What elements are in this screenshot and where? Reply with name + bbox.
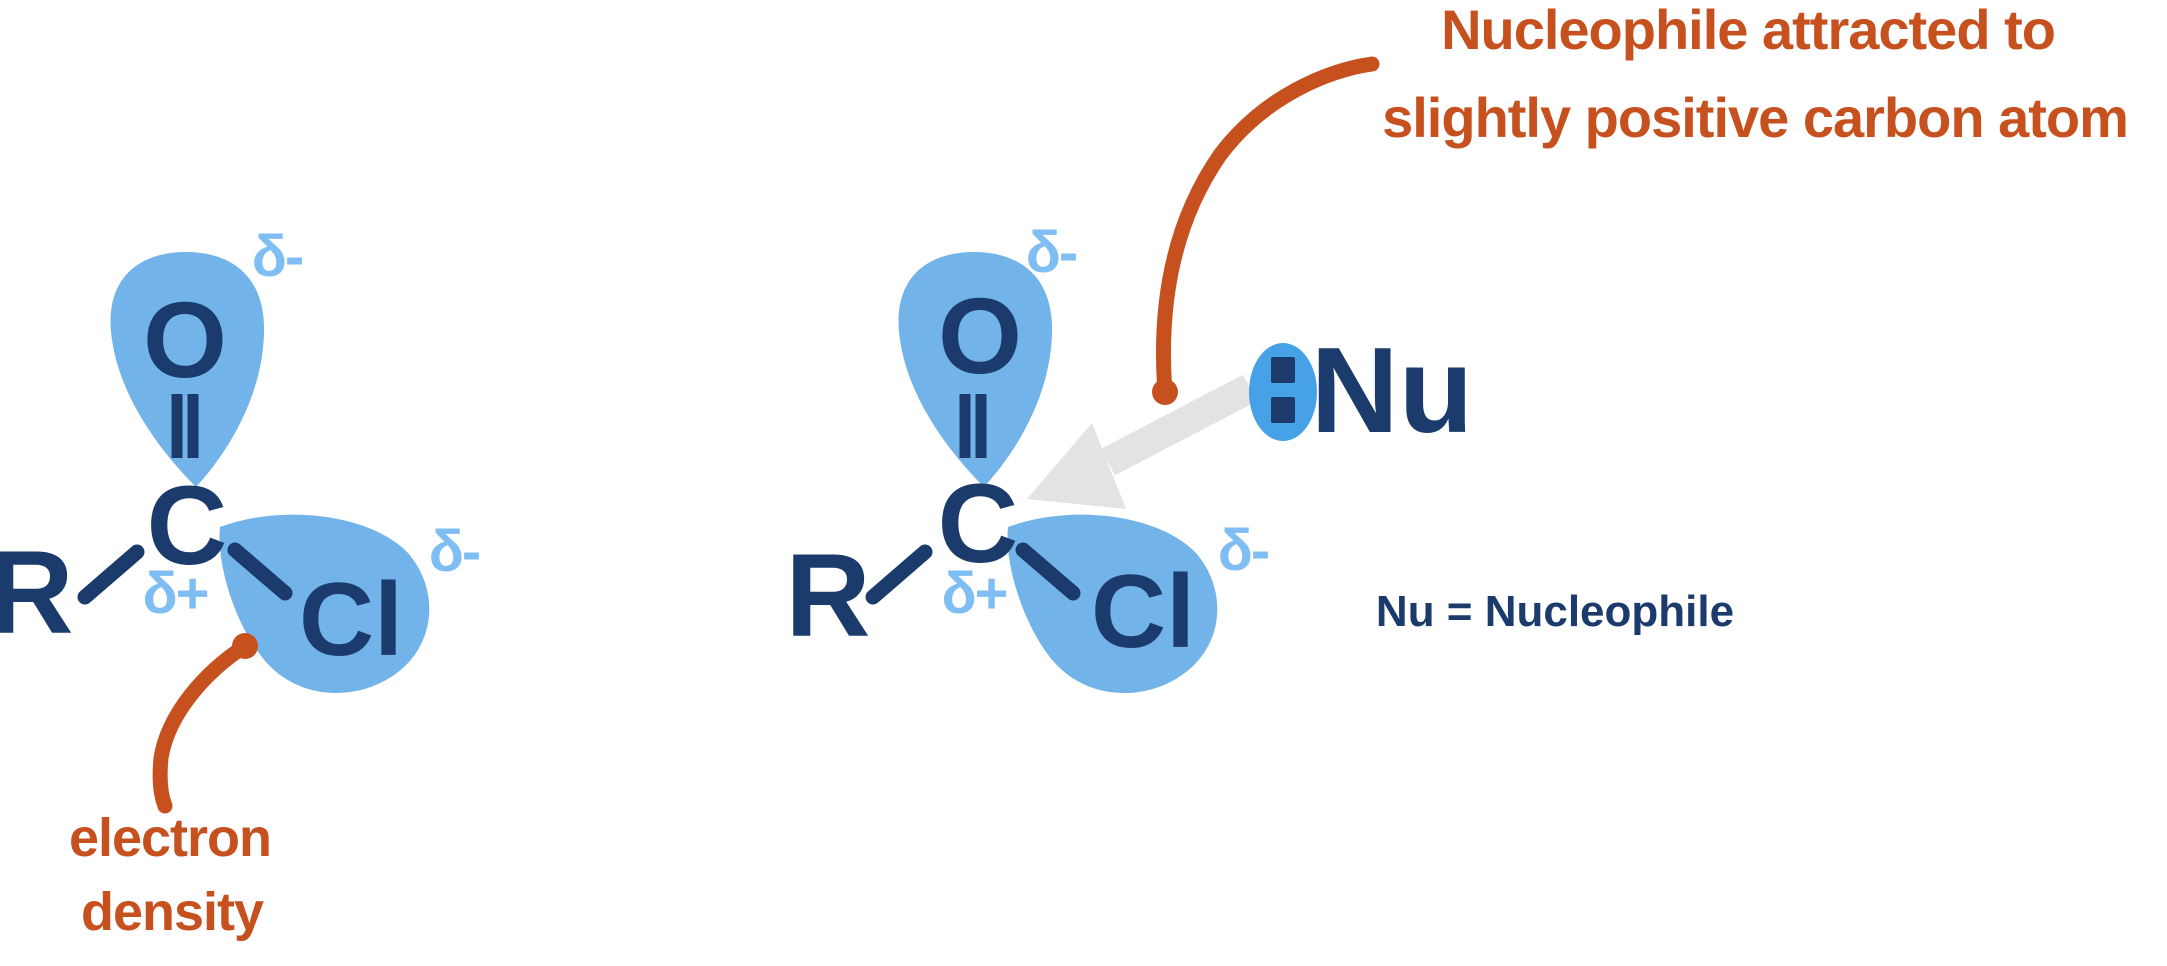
electron-density-pointer-line <box>152 638 253 814</box>
nucleophile-annotation-line1: Nucleophile attracted to <box>1441 0 2056 61</box>
nucleophile-pointer-dot <box>1152 379 1178 405</box>
nucleophile-pointer-line <box>1156 56 1380 400</box>
nucleophile-legend: Nu = Nucleophile <box>1375 587 1735 636</box>
attack-arrow-head <box>1027 423 1126 509</box>
attack-arrow <box>1027 374 1257 509</box>
left-delta-plus-carbon: δ+ <box>142 561 209 626</box>
electron-density-pointer-dot <box>232 633 258 659</box>
right-delta-plus-carbon: δ+ <box>941 561 1008 626</box>
left-atom-cl: Cl <box>299 562 403 678</box>
lone-pair-ellipse <box>1249 343 1317 441</box>
left-atom-o: O <box>142 279 228 400</box>
right-atom-r: R <box>785 530 871 662</box>
nucleophile-pointer <box>1152 56 1380 405</box>
lone-pair-dot-top <box>1271 357 1295 383</box>
left-atom-r: R <box>0 527 74 659</box>
attack-arrow-shaft <box>1101 374 1257 476</box>
nucleophile-lone-pair <box>1249 343 1317 441</box>
left-delta-minus-oxygen: δ- <box>251 224 304 289</box>
electron-density-label-line2: density <box>80 882 264 942</box>
left-delta-minus-chlorine: δ- <box>428 519 481 584</box>
electron-density-pointer <box>152 633 258 814</box>
nucleophile-annotation-line2: slightly positive carbon atom <box>1382 86 2129 149</box>
right-atom-cl: Cl <box>1091 554 1195 670</box>
right-delta-minus-chlorine: δ- <box>1217 518 1270 583</box>
right-atom-o: O <box>937 275 1023 396</box>
right-atom-c: C <box>937 461 1019 586</box>
nucleophile-symbol: Nu <box>1310 322 1474 458</box>
lone-pair-dot-bottom <box>1271 397 1295 423</box>
electron-density-label-line1: electron <box>68 808 272 868</box>
right-delta-minus-oxygen: δ- <box>1025 220 1078 285</box>
left-atom-c: C <box>146 463 228 588</box>
